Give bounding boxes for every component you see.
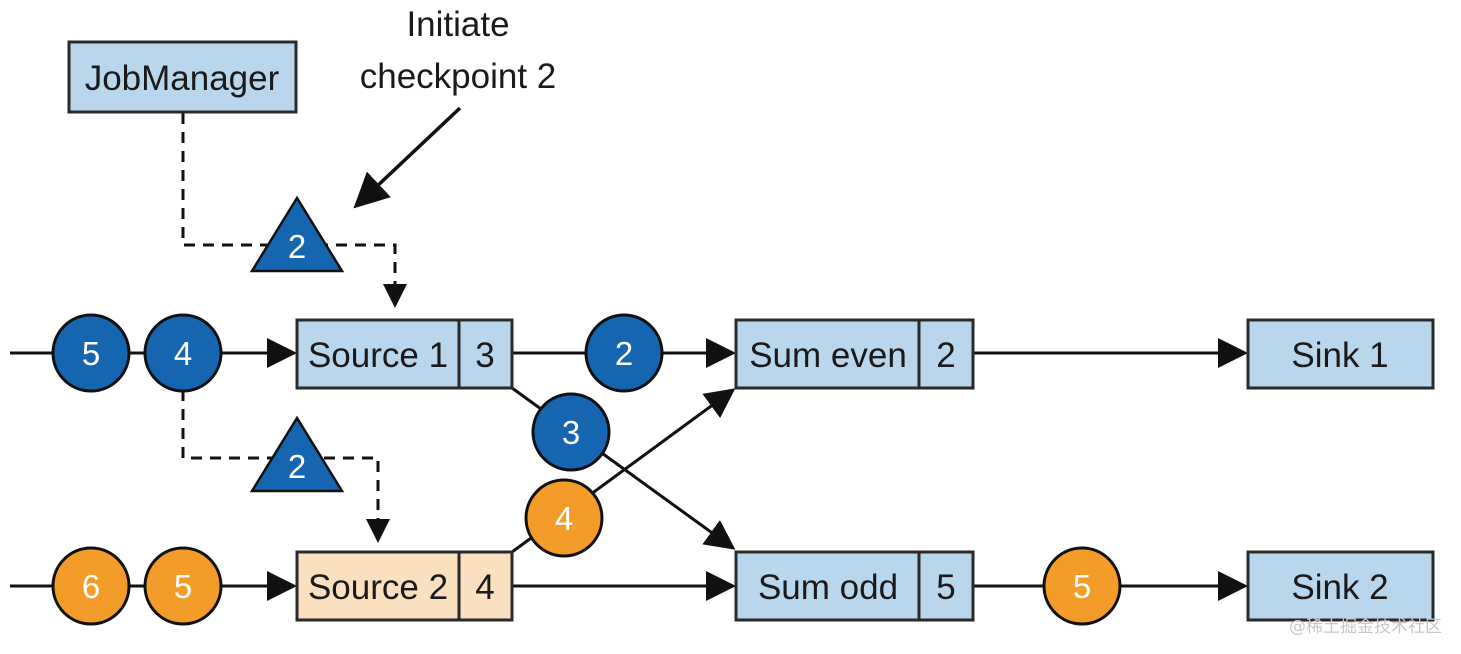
source2-state: 4 xyxy=(475,568,494,607)
job-manager-box: JobManager xyxy=(67,40,298,114)
record-blue-3: 3 xyxy=(531,392,611,472)
svg-text:3: 3 xyxy=(562,414,580,451)
record-orange-4: 4 xyxy=(524,478,604,558)
barrier-triangle-2: 2 xyxy=(249,415,345,493)
barrier-label-1: 2 xyxy=(288,228,306,265)
record-orange-5-sink: 5 xyxy=(1042,546,1122,626)
sum-odd-operator: Sum odd 5 xyxy=(734,550,975,622)
sink1-operator: Sink 1 xyxy=(1246,318,1435,390)
record-blue-2: 2 xyxy=(584,313,664,393)
svg-text:4: 4 xyxy=(174,335,192,372)
watermark: @稀土掘金技术社区 xyxy=(1289,617,1442,637)
annotation-line2: checkpoint 2 xyxy=(360,57,557,96)
svg-text:5: 5 xyxy=(174,568,192,605)
record-orange-6: 6 xyxy=(51,546,131,626)
sink1-label: Sink 1 xyxy=(1291,336,1388,375)
barrier-path-to-source2 xyxy=(181,390,390,543)
record-blue-4: 4 xyxy=(143,313,223,393)
barrier-triangle-1: 2 xyxy=(249,195,345,273)
sink2-operator: Sink 2 xyxy=(1246,550,1435,622)
record-orange-5: 5 xyxy=(143,546,223,626)
job-manager-label: JobManager xyxy=(85,59,280,98)
sum-even-label: Sum even xyxy=(749,336,907,375)
sink2-label: Sink 2 xyxy=(1291,568,1388,607)
sum-odd-state: 5 xyxy=(936,568,955,607)
sum-even-state: 2 xyxy=(936,336,955,375)
svg-text:4: 4 xyxy=(555,500,573,537)
source2-operator: Source 2 4 xyxy=(295,550,514,622)
annotation-line1: Initiate xyxy=(406,5,509,44)
source1-state: 3 xyxy=(475,336,494,375)
svg-text:6: 6 xyxy=(82,568,100,605)
svg-text:5: 5 xyxy=(82,335,100,372)
annotation-arrow xyxy=(353,106,462,209)
source2-label: Source 2 xyxy=(308,568,448,607)
record-blue-5: 5 xyxy=(51,313,131,393)
barrier-label-2: 2 xyxy=(288,448,306,485)
svg-text:5: 5 xyxy=(1073,568,1091,605)
sum-even-operator: Sum even 2 xyxy=(734,318,975,390)
sum-odd-label: Sum odd xyxy=(758,568,898,607)
source1-label: Source 1 xyxy=(308,336,448,375)
svg-text:2: 2 xyxy=(615,335,633,372)
source1-operator: Source 1 3 xyxy=(295,318,514,390)
